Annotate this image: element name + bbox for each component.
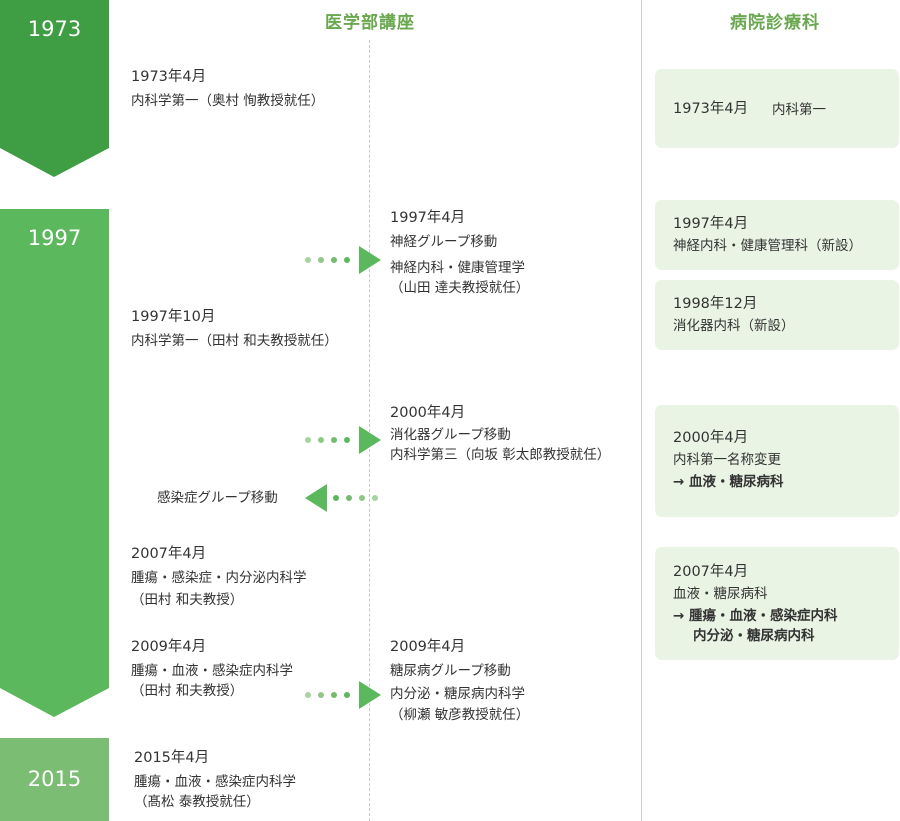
event-1997a-line3: （山田 達夫教授就任） [390, 280, 530, 296]
card-1973-text: 内科第一 [772, 102, 826, 118]
hospital-card-1998: 1998年12月 消化器内科（新設） [655, 280, 899, 350]
event-1997b-text: 内科学第一（田村 和夫教授就任） [131, 333, 338, 349]
event-2000-line2: 内科学第三（向坂 彰太郎教授就任） [390, 447, 611, 463]
event-2009a-line1: 腫瘍・血液・感染症内科学 [131, 663, 293, 679]
card-2007-line3: 内分泌・糖尿病内科 [693, 628, 815, 644]
event-2000-line1: 消化器グループ移動 [390, 427, 511, 443]
timeline-bands [0, 0, 109, 821]
card-1998-date: 1998年12月 [673, 296, 758, 312]
year-2015: 2015 [27, 767, 82, 791]
event-1997b-date: 1997年10月 [131, 309, 216, 325]
card-2007-line1: 血液・糖尿病科 [673, 586, 768, 602]
right-arrow-1997 [305, 246, 381, 274]
hospital-column-header: 病院診療科 [730, 13, 820, 33]
event-2009b-line3: （柳瀬 敏彦教授就任） [390, 707, 530, 723]
right-arrow-2009 [305, 681, 381, 709]
event-2009b-line2: 内分泌・糖尿病内科学 [390, 686, 525, 702]
year-1997: 1997 [27, 226, 82, 250]
event-1997a-line2: 神経内科・健康管理学 [390, 260, 525, 276]
band-2015 [0, 738, 109, 821]
event-2015-date: 2015年4月 [134, 750, 210, 766]
card-1998-text: 消化器内科（新設） [673, 318, 795, 334]
event-2009a-line2: （田村 和夫教授） [131, 683, 244, 699]
hospital-card-1973: 1973年4月 内科第一 [655, 69, 899, 148]
event-1997a-date: 1997年4月 [390, 210, 466, 226]
card-1997-date: 1997年4月 [673, 216, 749, 232]
center-dashed-divider [369, 40, 370, 821]
event-2015-line2: （髙松 泰教授就任） [134, 794, 260, 810]
event-1973-date: 1973年4月 [131, 69, 207, 85]
infection-group-move: 感染症グループ移動 [157, 490, 278, 506]
event-2007-line1: 腫瘍・感染症・内分泌内科学 [131, 570, 307, 586]
event-2009b-date: 2009年4月 [390, 639, 466, 655]
card-2007-date: 2007年4月 [673, 564, 749, 580]
hospital-card-2007: 2007年4月 血液・糖尿病科 → 腫瘍・血液・感染症内科 内分泌・糖尿病内科 [655, 547, 899, 660]
card-1973-date: 1973年4月 [673, 101, 749, 117]
year-1973: 1973 [27, 17, 82, 41]
event-2009a-date: 2009年4月 [131, 639, 207, 655]
band-1973 [0, 0, 109, 177]
lecture-column-header: 医学部講座 [325, 13, 415, 33]
right-arrow-2000 [305, 426, 381, 454]
card-2000-date: 2000年4月 [673, 430, 749, 446]
event-1973-text: 内科学第一（奥村 恂教授就任） [131, 93, 325, 109]
hospital-card-1997: 1997年4月 神経内科・健康管理科（新設） [655, 200, 899, 270]
event-2000-date: 2000年4月 [390, 405, 466, 421]
band-1997 [0, 209, 109, 717]
card-1997-text: 神経内科・健康管理科（新設） [673, 238, 862, 254]
hospital-card-2000: 2000年4月 内科第一名称変更 → 血液・糖尿病科 [655, 405, 899, 517]
left-arrow-infection [305, 484, 381, 512]
event-2007-line2: （田村 和夫教授） [131, 592, 244, 608]
card-2000-line1: 内科第一名称変更 [673, 452, 781, 468]
card-2000-line2: → 血液・糖尿病科 [673, 474, 784, 490]
event-1997a-line1: 神経グループ移動 [390, 234, 498, 250]
event-2015-line1: 腫瘍・血液・感染症内科学 [134, 774, 296, 790]
card-2007-line2: → 腫瘍・血液・感染症内科 [673, 608, 838, 624]
column-divider [641, 0, 642, 821]
event-2009b-line1: 糖尿病グループ移動 [390, 663, 511, 679]
event-2007-date: 2007年4月 [131, 546, 207, 562]
